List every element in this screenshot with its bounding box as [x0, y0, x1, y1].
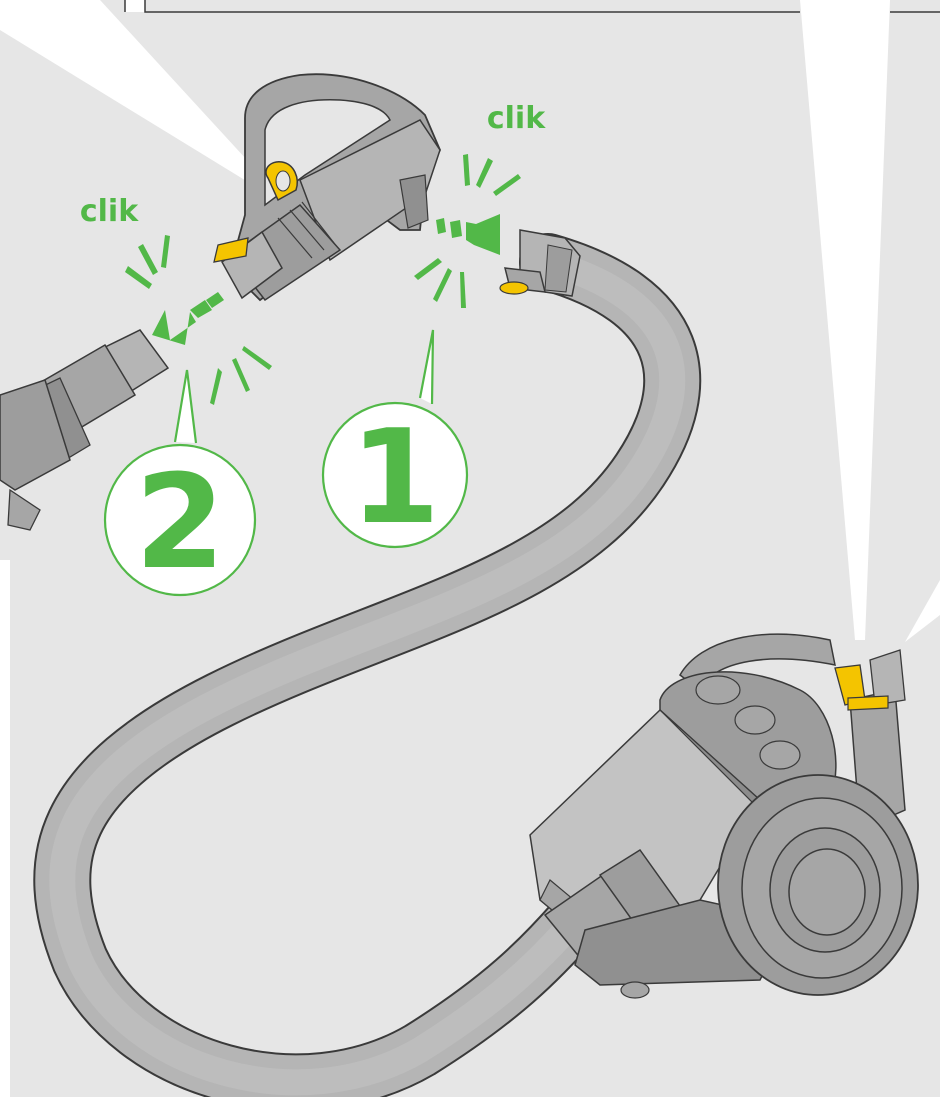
- arrow-step-1: [436, 214, 500, 255]
- zoom-beam-right: [800, 0, 890, 640]
- wand-handle: [213, 73, 441, 302]
- step-callout-2: [103, 369, 257, 597]
- hose: [33, 233, 702, 1097]
- vacuum-body: [529, 633, 919, 999]
- zoom-beam-right-small: [905, 580, 940, 642]
- wand-tube: [0, 329, 170, 531]
- click-burst-step-2: [125, 235, 272, 405]
- hose-end-connector: [499, 229, 581, 297]
- step-number-2: 2: [135, 446, 225, 598]
- click-label-step-1: clik: [487, 101, 546, 136]
- click-label-step-2: clik: [80, 194, 139, 229]
- click-burst-step-1: [414, 154, 521, 308]
- zoom-beam-left: [0, 0, 258, 182]
- step-callout-1: [321, 329, 469, 549]
- step-number-1: 1: [350, 401, 440, 553]
- arrow-step-2: [152, 292, 224, 345]
- top-frame-line: [124, 0, 940, 13]
